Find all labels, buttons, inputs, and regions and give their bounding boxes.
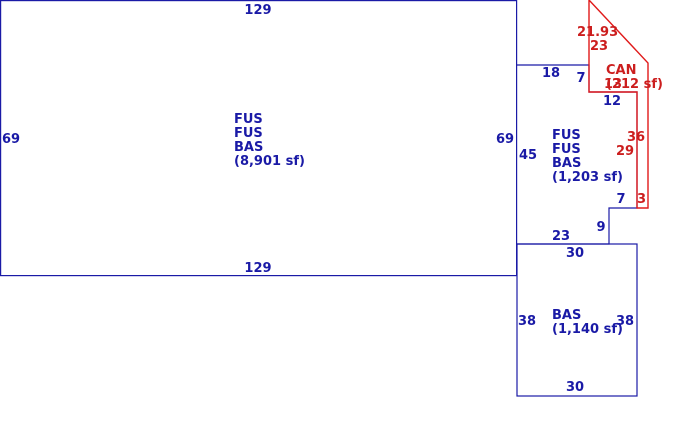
canopy-outline <box>588 0 649 209</box>
middle-bottom-dimension: 23 <box>552 229 570 244</box>
main-area-line-2: FUS <box>234 126 263 141</box>
lower-bottom-dimension: 30 <box>566 380 584 395</box>
middle-notch-top-dimension: 7 <box>576 71 585 86</box>
canopy-area-line-1: CAN <box>606 63 636 78</box>
main-area-label: FUS FUS BAS (8,901 sf) <box>234 112 305 169</box>
middle-top-dimension: 18 <box>542 66 560 81</box>
canopy-area-line-2: (212 sf) <box>606 77 663 92</box>
main-top-dimension: 129 <box>244 3 271 18</box>
lower-area-line-2: (1,140 sf) <box>552 322 623 337</box>
canopy-area-label: CAN (212 sf) <box>606 63 663 92</box>
middle-left-dimension: 45 <box>519 148 537 163</box>
lower-area-label: BAS (1,140 sf) <box>552 308 623 337</box>
middle-area-line-2: FUS <box>552 142 581 157</box>
main-area-line-3: BAS <box>234 140 263 155</box>
canopy-inner-dimension: 29 <box>616 144 634 159</box>
middle-area-line-4: (1,203 sf) <box>552 170 623 185</box>
lower-left-dimension: 38 <box>518 314 536 329</box>
middle-right-lower-dimension: 9 <box>596 220 605 235</box>
canopy-bottom-dimension: 3 <box>637 192 646 207</box>
middle-area-line-1: FUS <box>552 128 581 143</box>
lower-building-outline <box>516 243 638 397</box>
main-area-line-4: (8,901 sf) <box>234 154 305 169</box>
lower-area-line-1: BAS <box>552 308 581 323</box>
main-bottom-dimension: 129 <box>244 261 271 276</box>
middle-area-line-3: BAS <box>552 156 581 171</box>
main-right-dimension: 69 <box>496 132 514 147</box>
main-building-outline <box>0 0 518 277</box>
middle-right-step-dimension: 7 <box>616 192 625 207</box>
main-left-dimension: 69 <box>2 132 20 147</box>
canopy-left-segment-dimension: 13 <box>604 77 622 92</box>
canopy-outer-dimension: 36 <box>627 130 645 145</box>
lower-right-dimension: 38 <box>616 314 634 329</box>
lower-top-dimension: 30 <box>566 246 584 261</box>
middle-notch-bottom-dimension: 12 <box>603 94 621 109</box>
middle-area-label: FUS FUS BAS (1,203 sf) <box>552 128 623 185</box>
canopy-diagonal-dimension: 21.93 <box>577 25 618 40</box>
canopy-top-segment-dimension: 23 <box>590 39 608 54</box>
main-area-line-1: FUS <box>234 112 263 127</box>
